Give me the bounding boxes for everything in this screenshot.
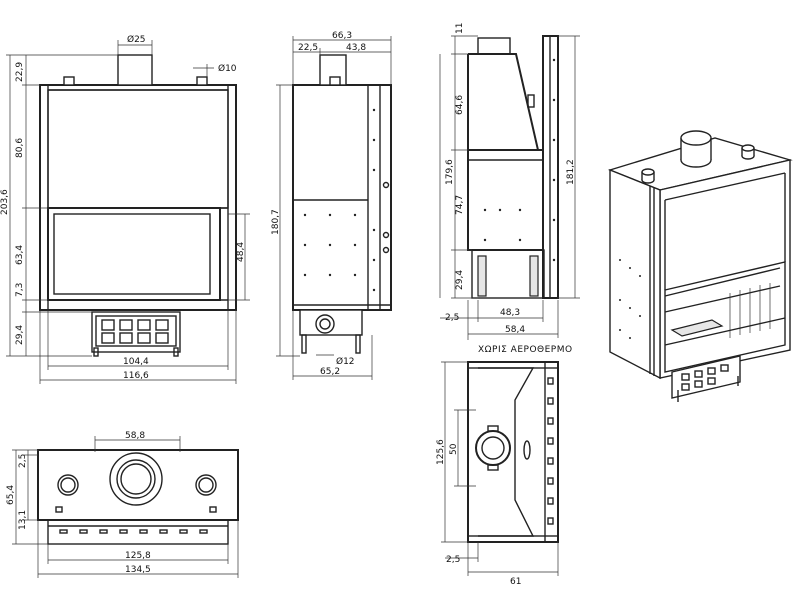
iso-pipes <box>641 144 755 184</box>
top-front-lip <box>47 519 229 545</box>
rear-inner-depth-label: 48,3 <box>500 308 520 318</box>
side-pipe <box>329 76 341 86</box>
front-body-outline <box>39 84 237 311</box>
iso-firebox <box>664 283 786 346</box>
rear-base-height-label: 29,4 <box>455 270 465 290</box>
rear-base <box>471 249 545 299</box>
top-pipe-right <box>195 474 217 496</box>
rear-rivets <box>483 58 556 262</box>
section-height-label: 125,6 <box>436 439 446 465</box>
top-front-offset-label: 2,5 <box>18 454 28 468</box>
iso-left-face <box>609 168 661 380</box>
front-hood <box>47 89 229 209</box>
section-width-label: 61 <box>510 577 521 587</box>
side-rivets <box>303 108 390 292</box>
top-inner-width-label: 125,8 <box>125 551 151 561</box>
rear-body <box>467 149 544 251</box>
top-front-lip-label: 13,1 <box>18 510 28 530</box>
rear-hood-height-label: 64,6 <box>455 95 465 115</box>
top-pipe-left <box>57 474 79 496</box>
section-view: ΧΩΡΙΣ ΑΕΡΟΘΕΡΜΟ 125,6 50 <box>436 345 573 587</box>
rear-left-gap-label: 2,5 <box>445 313 459 323</box>
width-total-label: 116,6 <box>123 371 149 381</box>
section-dimensions: 125,6 50 2,5 61 <box>436 361 559 587</box>
top-depth-label: 65,4 <box>6 485 16 505</box>
iso-base-vents <box>681 364 729 391</box>
top-lip-slots <box>59 529 208 534</box>
top-offset-label: 22,9 <box>15 62 25 82</box>
front-base-vents <box>101 319 169 344</box>
width-inner-label: 104,4 <box>123 357 149 367</box>
front-base <box>91 311 181 353</box>
rear-outer-depth-label: 58,4 <box>505 325 525 335</box>
side-inlet <box>315 314 335 334</box>
side-body <box>292 84 392 311</box>
section-title: ΧΩΡΙΣ ΑΕΡΟΘΕΡΜΟ <box>478 345 573 355</box>
side-depth-total-label: 66,3 <box>332 31 352 41</box>
side-dimensions: 66,3 22,5 43,8 180,7 Ø12 65,2 <box>271 31 392 380</box>
top-view: 58,8 65,4 2,5 13,1 125,8 134,5 <box>6 431 239 578</box>
height-total-label: 203,6 <box>0 189 10 215</box>
rear-body-height-label: 179,6 <box>445 159 455 185</box>
rear-dimensions: 11 64,6 179,6 74,7 29,4 181,2 2,5 48,3 5… <box>439 23 580 340</box>
section-flue-ring <box>475 430 511 466</box>
top-outer-width-label: 134,5 <box>125 565 151 575</box>
opening-height-label: 63,4 <box>15 245 25 265</box>
side-flue-back-label: 43,8 <box>346 43 366 53</box>
front-right-pillar <box>227 84 237 311</box>
front-left-pillar <box>39 84 49 311</box>
section-left-gap-label: 2,5 <box>446 555 460 565</box>
rear-flue <box>477 37 511 55</box>
top-flue-width-label: 58,8 <box>125 431 145 441</box>
rear-view: 11 64,6 179,6 74,7 29,4 181,2 2,5 48,3 5… <box>439 23 580 340</box>
front-pipe-left <box>63 76 75 86</box>
section-baffle <box>478 367 535 537</box>
rear-mid-height-label: 74,7 <box>455 195 465 215</box>
base-height-label: 29,4 <box>15 325 25 345</box>
pipe-diameter-label: Ø10 <box>218 63 237 74</box>
rear-top-gap-label: 11 <box>455 23 465 34</box>
side-flue-offset-label: 22,5 <box>298 43 318 53</box>
iso-flue <box>680 130 712 168</box>
iso-front-face <box>659 159 791 379</box>
base-offset-label: 7,3 <box>15 283 25 297</box>
front-flue <box>117 54 153 86</box>
side-depth-bottom-label: 65,2 <box>320 367 340 377</box>
rear-total-height-label: 181,2 <box>566 159 576 185</box>
front-opening <box>47 207 221 301</box>
side-height-label: 180,7 <box>271 209 281 235</box>
glass-height-label: 48,4 <box>236 242 246 262</box>
flue-diameter-label: Ø25 <box>127 34 146 45</box>
front-pipe-right <box>196 76 208 86</box>
top-flue <box>109 452 163 506</box>
side-inlet-diameter-label: Ø12 <box>336 356 355 367</box>
iso-view <box>607 130 793 402</box>
front-glass <box>53 213 211 295</box>
hood-height-label: 80,6 <box>15 138 25 158</box>
iso-rivets <box>619 259 641 339</box>
section-inner-height-label: 50 <box>449 443 459 455</box>
front-dimensions: Ø25 Ø10 203,6 22,9 80,6 63,4 7,3 29,4 48 <box>0 34 250 384</box>
top-dimensions: 58,8 65,4 2,5 13,1 125,8 134,5 <box>6 431 239 578</box>
side-view: 66,3 22,5 43,8 180,7 Ø12 65,2 <box>271 31 392 380</box>
front-view: Ø25 Ø10 203,6 22,9 80,6 63,4 7,3 29,4 48 <box>0 34 250 384</box>
section-side-rivets <box>547 377 554 525</box>
